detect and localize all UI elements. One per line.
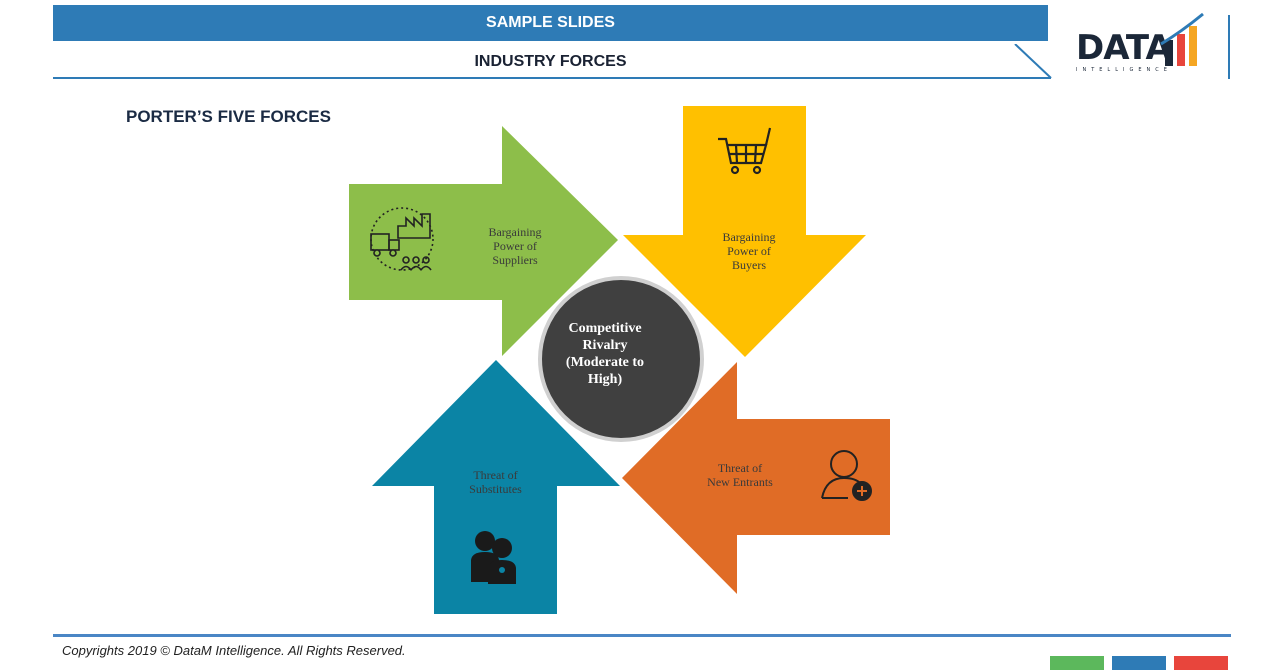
logo-tagline: INTELLIGENCE [1076, 67, 1172, 73]
force-label-new-entrants: Threat of New Entrants [707, 461, 773, 489]
center-label: Competitive Rivalry (Moderate to High) [565, 321, 645, 387]
buyers-arrow [623, 106, 866, 357]
supply-chain-icon [370, 207, 434, 271]
nav-button-green[interactable] [1050, 656, 1104, 670]
add-user-icon [821, 450, 872, 501]
header-subtitle: INDUSTRY FORCES [53, 44, 1048, 80]
footer-divider [53, 634, 1231, 637]
header-title-bar: SAMPLE SLIDES [53, 5, 1048, 41]
logo-word: DATA [1076, 28, 1172, 68]
header-subtitle-bar [53, 44, 1053, 80]
section-title: PORTER’S FIVE FORCES [126, 107, 331, 126]
center-circle [538, 276, 704, 442]
copyright-text: Copyrights 2019 © DataM Intelligence. Al… [62, 643, 406, 658]
force-label-substitutes: Threat of Substitutes [469, 468, 522, 496]
company-logo: DATA INTELLIGENCE [1074, 10, 1234, 80]
shopping-cart-icon [718, 127, 772, 175]
header-subtitle-text: INDUSTRY FORCES [474, 53, 627, 70]
suppliers-arrow [349, 126, 618, 356]
force-label-suppliers: Bargaining Power of Suppliers [488, 225, 542, 267]
new-entrants-arrow [622, 362, 890, 594]
nav-button-blue[interactable] [1112, 656, 1166, 670]
header-title: SAMPLE SLIDES [486, 14, 615, 31]
substitutes-arrow [372, 360, 620, 614]
logo-bars-icon [1160, 12, 1204, 66]
force-label-buyers: Bargaining Power of Buyers [722, 230, 776, 272]
people-icon [471, 531, 516, 584]
nav-button-red[interactable] [1174, 656, 1228, 670]
logo-divider [1228, 15, 1230, 79]
